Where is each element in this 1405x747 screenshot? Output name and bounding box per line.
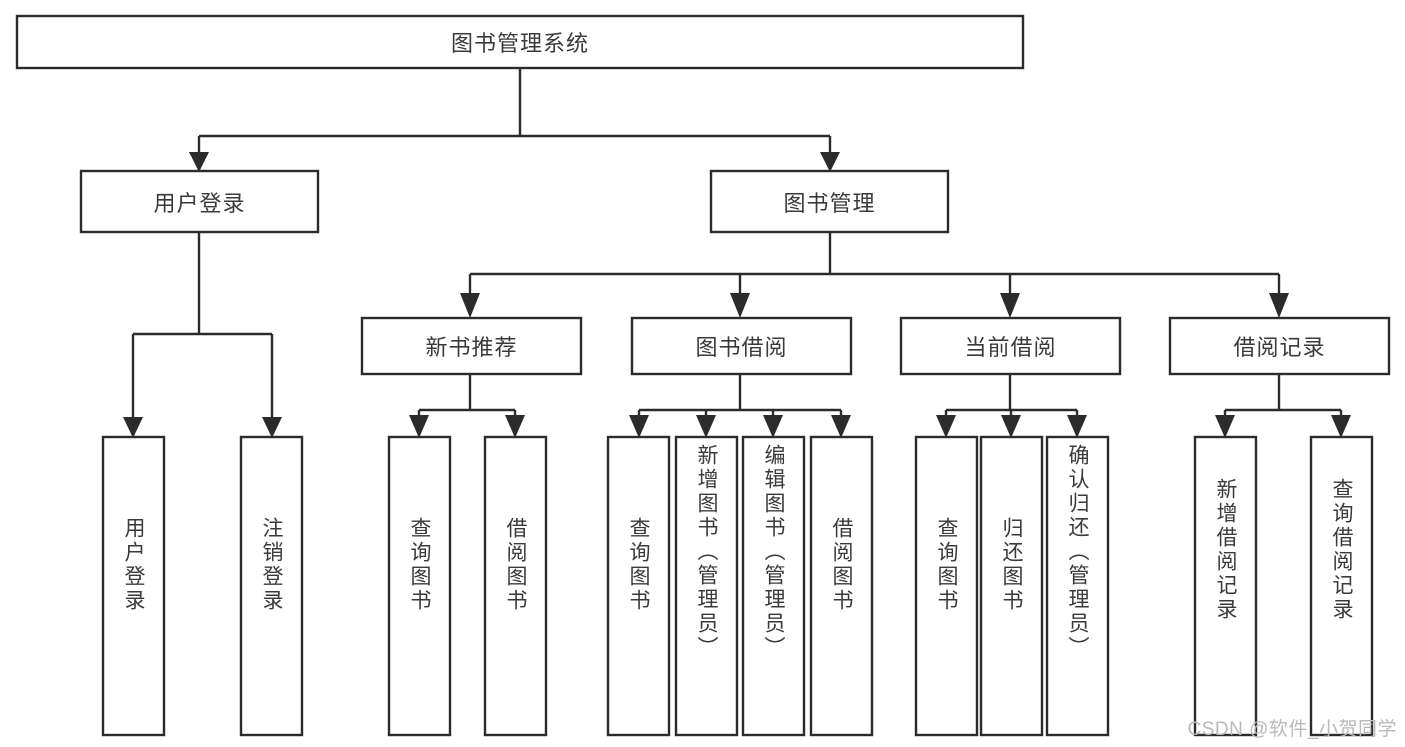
node-box-leaf-query-book-1[interactable] (387, 435, 452, 737)
arrow-head-userlogin-leaf2 (262, 417, 282, 438)
connector-group-user-login (123, 232, 282, 438)
arrow-head-currentborrow-l1 (936, 415, 956, 438)
arrow-head-borrowrecord-l1 (1215, 415, 1235, 438)
node-box-leaf-query-book-3[interactable] (914, 435, 979, 737)
connector-group-book-mgmt (460, 232, 1289, 318)
arrow-head-bookborrow-l4 (831, 415, 851, 438)
node-box-current-borrow[interactable] (899, 316, 1122, 376)
connector-group-book-borrow (629, 375, 851, 438)
node-box-leaf-borrow-book-1[interactable] (483, 435, 548, 737)
node-box-leaf-return-book[interactable] (979, 435, 1044, 737)
node-box-book-management[interactable] (709, 169, 950, 234)
arrow-head-bookborrow-l3 (763, 415, 783, 438)
arrow-head-currentborrow-l3 (1067, 415, 1087, 438)
connector-group-root (189, 68, 840, 172)
node-box-leaf-query-borrow-record[interactable] (1309, 435, 1374, 737)
node-box-leaf-borrow-book-2[interactable] (809, 435, 874, 737)
arrow-head-root-to-book-mgmt (820, 152, 840, 172)
node-box-leaf-query-book-2[interactable] (606, 435, 671, 737)
node-box-leaf-logout[interactable] (239, 435, 304, 737)
node-box-leaf-edit-book-admin[interactable] (741, 435, 806, 737)
arrow-head-newbook-l1 (409, 415, 429, 438)
arrow-head-root-to-user-login (189, 152, 209, 172)
arrow-head-currentborrow-l2 (1001, 415, 1021, 438)
arrow-head-borrowrecord-l2 (1331, 415, 1351, 438)
arrow-head-bookborrow-l1 (629, 415, 649, 438)
node-box-new-book-recommend[interactable] (360, 316, 583, 376)
node-box-root[interactable] (15, 14, 1025, 70)
node-box-leaf-add-borrow-record[interactable] (1193, 435, 1258, 737)
arrow-head-bookmgmt-c3 (1000, 293, 1020, 318)
arrow-head-bookmgmt-c2 (730, 293, 750, 318)
arrow-head-bookmgmt-c4 (1269, 293, 1289, 318)
node-box-user-login[interactable] (79, 169, 320, 234)
arrow-head-bookmgmt-c1 (460, 293, 480, 318)
node-box-borrow-record[interactable] (1168, 316, 1391, 376)
node-box-leaf-add-book-admin[interactable] (674, 435, 739, 737)
node-box-book-borrow[interactable] (630, 316, 853, 376)
node-box-leaf-confirm-return-admin[interactable] (1045, 435, 1110, 737)
connector-group-current-borrow (936, 375, 1087, 438)
connector-group-borrow-record (1215, 375, 1351, 438)
connector-group-new-book-rec (409, 375, 525, 438)
arrow-head-userlogin-leaf1 (123, 417, 143, 438)
node-box-leaf-user-login[interactable] (101, 435, 166, 737)
arrow-head-newbook-l2 (505, 415, 525, 438)
arrow-head-bookborrow-l2 (696, 415, 716, 438)
